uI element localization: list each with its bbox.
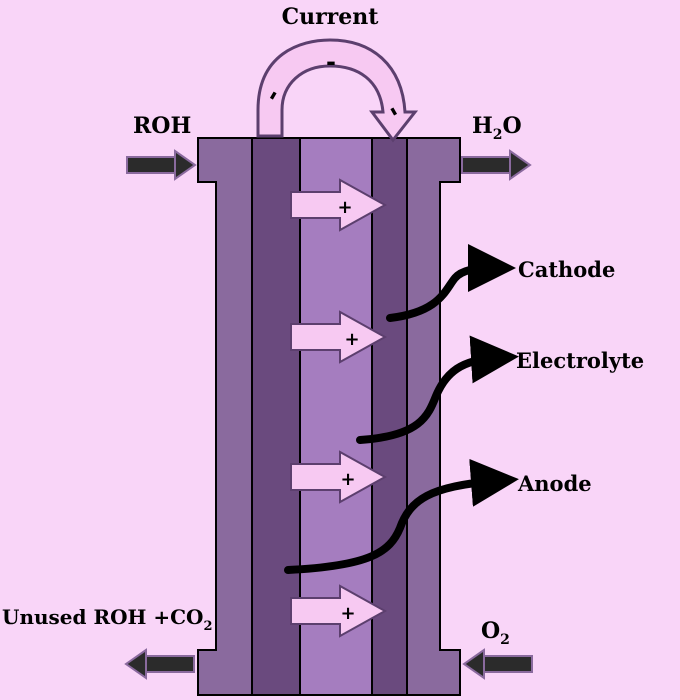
output-arrow-icon (461, 149, 532, 181)
exhaust-arrow-icon (124, 648, 195, 680)
cathode-label: Cathode (518, 257, 615, 282)
ion-flow-arrow-icon-2 (290, 310, 388, 364)
ion-charge-3: + (340, 469, 355, 490)
roh-label: ROH (133, 113, 191, 139)
cathode-layer (371, 137, 408, 696)
anode-label: Anode (517, 471, 592, 496)
ion-flow-arrow-icon-1 (290, 178, 388, 232)
unused-roh-co2-label: Unused ROH +CO2 (2, 605, 213, 634)
anode-pointer-icon (284, 458, 519, 574)
h2o-label: H2O (472, 113, 522, 143)
electron-flow-arrow-icon (256, 38, 419, 143)
electrolyte-pointer-icon (356, 335, 519, 444)
oxygen-input-arrow-icon (462, 648, 533, 680)
ion-charge-2: + (344, 329, 359, 350)
o2-label: O2 (481, 618, 510, 648)
cathode-pointer-icon (386, 244, 516, 322)
ion-charge-4: + (340, 603, 355, 624)
ion-flow-arrow-icon-4 (290, 584, 388, 638)
ion-flow-arrow-icon-3 (290, 450, 388, 504)
electrolyte-label: Electrolyte (516, 348, 644, 373)
current-label: Current (282, 4, 380, 30)
input-arrow-icon (126, 149, 197, 181)
ion-charge-1: + (337, 197, 352, 218)
electron-charge-top: - (326, 48, 336, 76)
